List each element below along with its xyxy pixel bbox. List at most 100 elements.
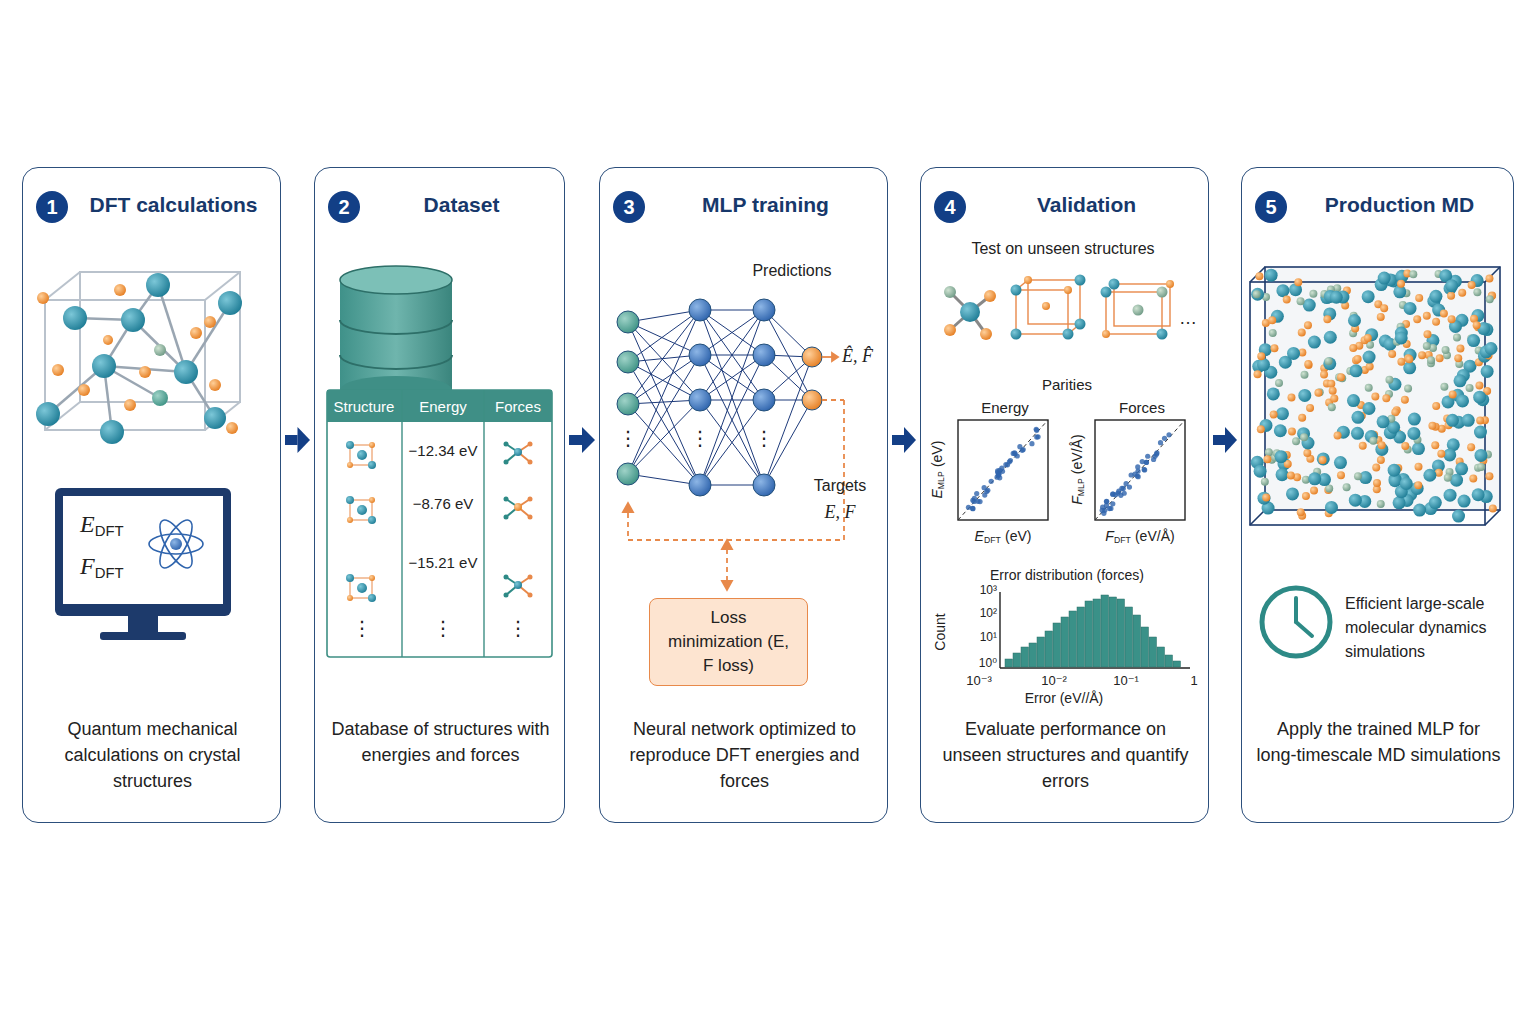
step-description: Evaluate performance on unseen structure…: [935, 716, 1196, 794]
step-panel: MLP trainingNeural network optimized to …: [599, 167, 888, 823]
step-number-text: 5: [1265, 196, 1276, 219]
axis-title: EMLP(eV): [929, 441, 946, 499]
axis-text: F: [1105, 528, 1114, 544]
table-cell: Structure: [334, 398, 395, 415]
table-icons: [346, 441, 533, 602]
axis-tick: 10⁻²: [1041, 673, 1067, 688]
axis-text: E: [929, 490, 945, 499]
crystal-frame: [45, 272, 240, 430]
axis-text: Count: [932, 613, 948, 650]
step-number: 2: [328, 191, 360, 223]
axis-tick: 10¹: [980, 630, 997, 644]
crystal-bonds: [48, 285, 230, 432]
subscript: DFT: [984, 535, 1001, 545]
database-cylinder: [340, 266, 452, 404]
axis-title: FDFT (eV/Å): [1105, 528, 1174, 545]
axis-text: E: [975, 528, 984, 544]
axis-tick: 1: [1190, 673, 1197, 688]
axis-title: EDFT (eV): [975, 528, 1032, 545]
step-number-text: 2: [338, 196, 349, 219]
plot-label: Forces: [1119, 399, 1165, 416]
computer-monitor: [55, 488, 231, 640]
plot-label: ⋮: [690, 426, 710, 450]
step-number: 4: [934, 191, 966, 223]
table-cell: ⋮: [508, 616, 528, 640]
neural-network: [617, 299, 822, 496]
loss-box: Loss minimization (E, F loss): [649, 598, 808, 686]
step-title: Dataset: [365, 193, 558, 217]
step-description: Neural network optimized to reproduce DF…: [614, 716, 875, 794]
step-panel: DFT calculationsQuantum mechanical calcu…: [22, 167, 281, 823]
axis-text: F: [1068, 497, 1084, 506]
test-structures: [944, 275, 1174, 341]
plot-label: ⋮: [618, 426, 638, 450]
step-panel: Production MD Apply the trained MLP for l…: [1241, 167, 1514, 823]
plot-label: Ê, F̂: [842, 346, 873, 367]
plot-label: Energy: [981, 399, 1029, 416]
axis-title: FDFT: [80, 552, 124, 581]
loss-text: Loss minimization (E, F loss): [661, 606, 796, 678]
flow-arrow: [892, 427, 916, 453]
subscript: DFT: [1114, 535, 1131, 545]
step-description: Database of structures with energies and…: [329, 716, 552, 768]
step-title: DFT calculations: [73, 193, 274, 217]
step-number-text: 3: [623, 196, 634, 219]
step-number: 3: [613, 191, 645, 223]
axis-text: (eV/Å): [1135, 528, 1175, 544]
step-number-text: 4: [944, 196, 955, 219]
flow-arrow: [285, 427, 310, 453]
axis-title: EDFT: [80, 510, 124, 539]
plot-label: …: [1179, 308, 1197, 329]
parity-plots: [958, 420, 1185, 520]
table-cell: Forces: [495, 398, 541, 415]
axis-tick: 10⁻³: [966, 673, 992, 688]
step-number: 1: [36, 191, 68, 223]
plot-label: Parities: [1042, 376, 1092, 393]
step-number-text: 1: [46, 196, 57, 219]
axis-tick: 10⁰: [979, 656, 997, 670]
table-cell: Energy: [419, 398, 467, 415]
step-description: Apply the trained MLP for long-timescale…: [1256, 716, 1501, 768]
step-description: Quantum mechanical calculations on cryst…: [37, 716, 268, 794]
data-table: [327, 390, 552, 657]
clock-icon: [1262, 588, 1330, 656]
md-simulation-box: [1250, 267, 1500, 525]
plot-label: Predictions: [752, 262, 831, 280]
table-cell: ⋮: [433, 616, 453, 640]
subscript: MLP: [1076, 479, 1086, 497]
axis-title: FMLP (eV/Å): [1068, 435, 1085, 505]
axis-text: F: [80, 553, 95, 579]
axis-text: E: [80, 511, 95, 537]
plot-label: Test on unseen structures: [971, 240, 1154, 258]
table-cell: −12.34 eV: [409, 442, 478, 459]
flow-arrow: [569, 427, 595, 453]
plot-label: Targets: [814, 477, 866, 495]
axis-tick: 10⁻¹: [1113, 673, 1139, 688]
axis-text: (eV): [1005, 528, 1031, 544]
flow-arrow: [1213, 427, 1237, 453]
feedback-loop: [623, 353, 844, 590]
axis-text: (eV/Å): [1068, 435, 1084, 475]
table-cell: −8.76 eV: [413, 495, 473, 512]
subscript: DFT: [95, 523, 124, 539]
plot-label: Error (eV//Å): [1025, 690, 1104, 706]
axis-title: Count: [932, 613, 948, 650]
table-cell: −15.21 eV: [409, 554, 478, 571]
axis-tick: 10³: [980, 583, 997, 597]
crystal-atoms: [36, 273, 242, 444]
plot-label: Efficient large-scale molecular dynamics…: [1345, 592, 1505, 664]
plot-label: ⋮: [754, 426, 774, 450]
error-histogram: [1000, 592, 1190, 668]
axis-tick: 10²: [980, 606, 997, 620]
step-panel: ValidationEvaluate performance on unseen…: [920, 167, 1209, 823]
step-title: Production MD: [1292, 193, 1507, 217]
plot-label: E, F: [825, 502, 856, 523]
step-title: MLP training: [650, 193, 881, 217]
step-title: Validation: [971, 193, 1202, 217]
step-number: 5: [1255, 191, 1287, 223]
table-cell: ⋮: [352, 616, 372, 640]
subscript: MLP: [937, 472, 947, 490]
subscript: DFT: [95, 565, 124, 581]
